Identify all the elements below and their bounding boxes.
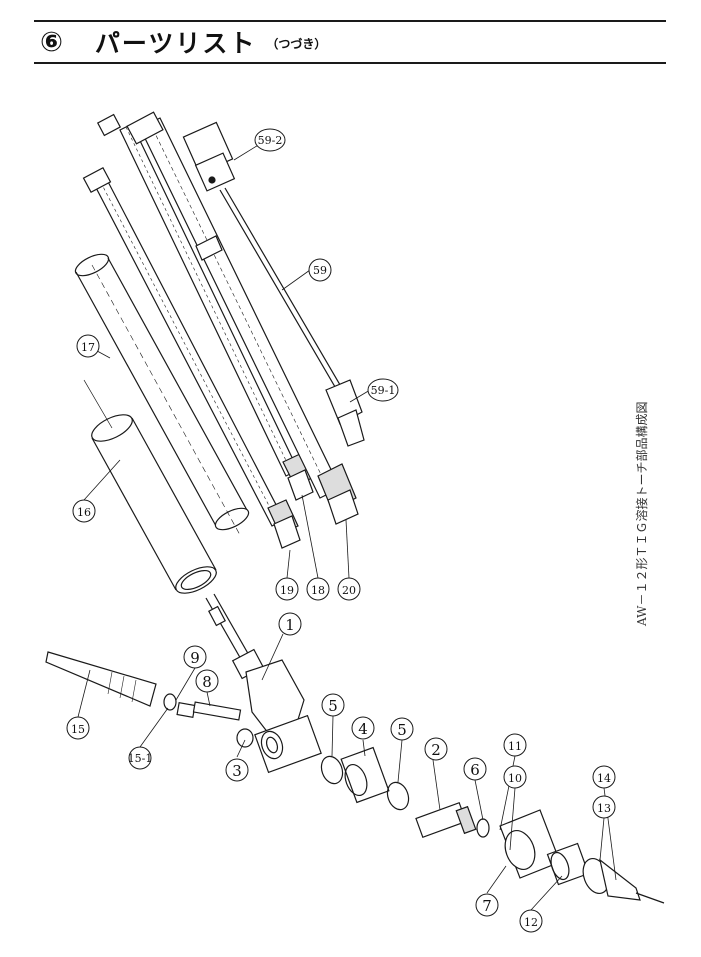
o-ring-3 [236,728,254,748]
callout-circle-59 [308,258,332,282]
callout-circle-18 [306,577,330,601]
callout-circle-14 [592,765,616,789]
callout-label-17: 17 [81,341,95,354]
page-title: ⑥ パーツリスト （つづき） [40,24,326,60]
leader-lines [77,143,617,911]
gasket-5a [320,755,344,785]
callout-circle-16 [72,499,96,523]
callout-label-18: 18 [311,584,325,597]
callout-label-7: 7 [482,897,492,915]
caption-text: AW－１２形ＴＩＧ溶接トーチ部品構成図 [634,401,649,627]
torch-body-1 [205,593,322,774]
callout-label-4: 4 [358,720,368,738]
callout-circle-2 [424,737,448,761]
back-cap-15 [45,651,157,707]
callout-label-6: 6 [470,761,480,779]
callout-label-13: 13 [597,802,611,815]
collet-8-end [176,702,196,718]
gasket-6 [476,818,490,838]
o-ring-15-1 [163,693,177,711]
callout-circle-5a [321,693,345,717]
callout-label-19: 19 [280,584,294,597]
callouts: 1 2 3 4 5 5 6 7 8 9 10 11 12 13 14 15 15… [66,128,616,933]
header-rule-top [34,20,666,22]
section-subtitle: （つづき） [266,37,327,51]
callout-circle-15-1 [128,746,152,770]
callout-label-11: 11 [508,740,522,753]
electrode-tip [635,892,665,904]
gasket-5b [386,781,410,811]
callout-circle-15 [66,716,90,740]
callout-label-15-1: 15-1 [128,752,153,765]
callout-label-59-1: 59-1 [371,384,396,397]
callout-label-59: 59 [313,264,327,277]
callout-circle-11 [503,733,527,757]
callout-circle-19 [275,577,299,601]
callout-label-1: 1 [285,616,295,634]
callout-circle-6 [463,757,487,781]
cup-13-14 [582,857,641,901]
callout-circle-59-1 [367,378,399,402]
callout-label-9: 9 [190,649,200,667]
callout-circle-7 [475,893,499,917]
header-rule-bottom [34,62,666,64]
callout-circle-9 [183,645,207,669]
parts-exploded-diagram: 1 2 3 4 5 5 6 7 8 9 10 11 12 13 14 15 15… [45,111,665,933]
section-title: パーツリスト [94,29,257,58]
callout-label-59-2: 59-2 [258,134,283,147]
gas-lens-12 [546,842,590,886]
callout-circle-12 [519,909,543,933]
callout-circle-1 [278,612,302,636]
callout-label-20: 20 [342,584,356,597]
callout-circle-59-2 [254,128,286,152]
callout-circle-10 [503,765,527,789]
nozzle-7 [499,809,561,879]
collet-8 [192,701,242,721]
callout-circle-4 [351,716,375,740]
diagram-caption: AW－１２形ＴＩＧ溶接トーチ部品構成図 [634,401,649,627]
callout-circle-17 [76,334,100,358]
callout-label-2: 2 [431,741,441,759]
callout-label-5b: 5 [397,721,407,739]
callout-circle-20 [337,577,361,601]
callout-circle-5b [390,717,414,741]
callout-circle-3 [225,758,249,782]
callout-circle-8 [195,669,219,693]
callout-circle-13 [592,795,616,819]
insulator-4 [340,746,390,804]
cover-17 [74,253,250,536]
hose-assembly-20 [126,111,359,525]
collet-body-2 [415,801,477,839]
hose-assembly-19 [82,166,301,549]
callout-label-12: 12 [524,916,538,929]
callout-label-16: 16 [77,506,91,519]
callout-label-3: 3 [232,762,242,780]
callout-label-8: 8 [202,673,212,691]
callout-label-15: 15 [71,723,85,736]
section-number: ⑥ [40,26,63,58]
callout-label-5a: 5 [328,697,338,715]
cover-16 [83,379,217,594]
callout-label-14: 14 [597,772,611,785]
callout-label-10: 10 [508,772,522,785]
